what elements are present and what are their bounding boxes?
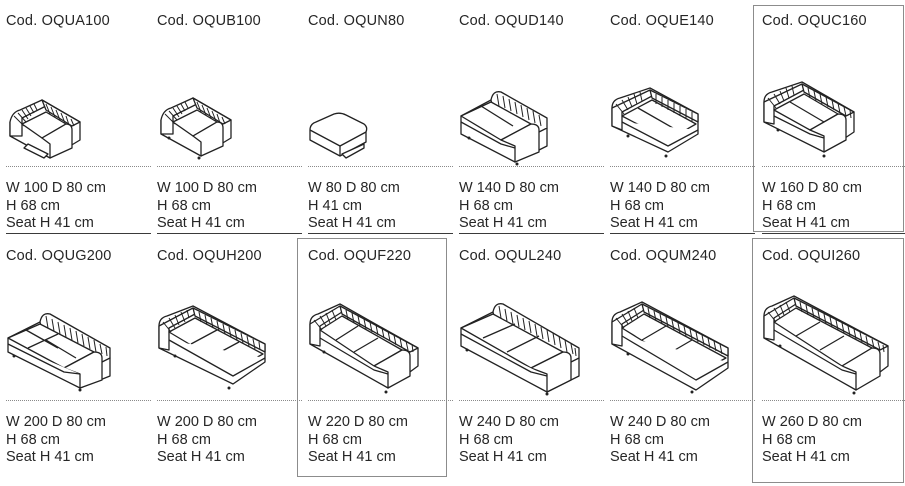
height-text: H 68 cm — [610, 431, 664, 448]
sofa-drawing-icon — [460, 303, 580, 396]
solid-divider — [6, 233, 151, 234]
dimensions-text: W 240 D 80 cm — [610, 414, 710, 430]
sofa-drawing-icon — [7, 313, 111, 392]
pouf-drawing-icon — [309, 112, 368, 159]
seat-height-text: Seat H 41 cm — [762, 215, 850, 231]
product-specs: W 160 D 80 cm H 68 cm Seat H 41 cm — [762, 180, 862, 233]
dotted-divider — [6, 400, 151, 401]
dimensions-text: W 240 D 80 cm — [459, 414, 559, 430]
product-code: Cod. OQUC160 — [762, 13, 867, 29]
product-specs: W 200 D 80 cm H 68 cm Seat H 41 cm — [6, 414, 106, 467]
solid-divider — [308, 233, 453, 234]
highlight-box-oqui260 — [752, 238, 904, 483]
product-specs: W 240 D 80 cm H 68 cm Seat H 41 cm — [610, 414, 710, 467]
sofa-drawing-icon — [309, 303, 419, 394]
dimensions-text: W 80 D 80 cm — [308, 180, 400, 196]
dimensions-text: W 200 D 80 cm — [6, 414, 106, 430]
seat-height-text: Seat H 41 cm — [308, 215, 396, 231]
sofa-drawing-icon — [158, 305, 266, 390]
product-code: Cod. OQUD140 — [459, 13, 564, 29]
product-code: Cod. OQUI260 — [762, 248, 861, 264]
seat-height-text: Seat H 41 cm — [6, 449, 94, 465]
dotted-divider — [610, 400, 755, 401]
seat-height-text: Seat H 41 cm — [762, 449, 850, 465]
product-code: Cod. OQUG200 — [6, 248, 112, 264]
dotted-divider — [762, 400, 905, 401]
product-specs: W 100 D 80 cm H 68 cm Seat H 41 cm — [157, 180, 257, 233]
sofa-drawing-icon — [460, 91, 548, 166]
dotted-divider — [157, 400, 302, 401]
dotted-divider — [308, 400, 453, 401]
product-code: Cod. OQUE140 — [610, 13, 714, 29]
product-specs: W 140 D 80 cm H 68 cm Seat H 41 cm — [610, 180, 710, 233]
height-text: H 68 cm — [6, 197, 60, 214]
product-specs: W 200 D 80 cm H 68 cm Seat H 41 cm — [157, 414, 257, 467]
height-text: H 68 cm — [6, 431, 60, 448]
product-code: Cod. OQUB100 — [157, 13, 261, 29]
solid-divider — [157, 233, 302, 234]
height-text: H 68 cm — [762, 197, 816, 214]
height-text: H 68 cm — [157, 431, 211, 448]
product-code: Cod. OQUF220 — [308, 248, 412, 264]
dotted-divider — [6, 166, 151, 167]
dimensions-text: W 140 D 80 cm — [459, 180, 559, 196]
product-code: Cod. OQUL240 — [459, 248, 562, 264]
product-specs: W 220 D 80 cm H 68 cm Seat H 41 cm — [308, 414, 408, 467]
solid-divider — [610, 233, 755, 234]
armchair-drawing-icon — [9, 99, 81, 159]
product-specs: W 80 D 80 cm H 41 cm Seat H 41 cm — [308, 180, 400, 233]
dotted-divider — [308, 166, 453, 167]
dotted-divider — [459, 400, 604, 401]
product-specs: W 260 D 80 cm H 68 cm Seat H 41 cm — [762, 414, 862, 467]
dotted-divider — [459, 166, 604, 167]
seat-height-text: Seat H 41 cm — [157, 215, 245, 231]
seat-height-text: Seat H 41 cm — [459, 215, 547, 231]
solid-divider — [459, 233, 604, 234]
seat-height-text: Seat H 41 cm — [459, 449, 547, 465]
sofa-drawing-icon — [763, 295, 889, 395]
product-code: Cod. OQUA100 — [6, 13, 110, 29]
height-text: H 68 cm — [762, 431, 816, 448]
dimensions-text: W 140 D 80 cm — [610, 180, 710, 196]
product-code: Cod. OQUM240 — [610, 248, 717, 264]
product-specs: W 140 D 80 cm H 68 cm Seat H 41 cm — [459, 180, 559, 233]
height-text: H 68 cm — [459, 197, 513, 214]
sofa-drawing-icon — [611, 87, 699, 158]
product-specs: W 240 D 80 cm H 68 cm Seat H 41 cm — [459, 414, 559, 467]
solid-divider — [762, 233, 905, 234]
highlight-box-oquc160 — [753, 5, 904, 232]
product-specs: W 100 D 80 cm H 68 cm Seat H 41 cm — [6, 180, 106, 233]
product-code: Cod. OQUH200 — [157, 248, 262, 264]
dimensions-text: W 160 D 80 cm — [762, 180, 862, 196]
highlight-box-oquf220 — [297, 238, 447, 477]
dimensions-text: W 100 D 80 cm — [6, 180, 106, 196]
dotted-divider — [610, 166, 755, 167]
dimensions-text: W 200 D 80 cm — [157, 414, 257, 430]
sofa-drawing-icon — [611, 301, 729, 394]
seat-height-text: Seat H 41 cm — [610, 215, 698, 231]
sofa-drawing-icon — [763, 81, 855, 158]
dimensions-text: W 100 D 80 cm — [157, 180, 257, 196]
dimensions-text: W 260 D 80 cm — [762, 414, 862, 430]
height-text: H 68 cm — [459, 431, 513, 448]
product-code: Cod. OQUN80 — [308, 13, 405, 29]
seat-height-text: Seat H 41 cm — [610, 449, 698, 465]
height-text: H 41 cm — [308, 197, 362, 214]
dimensions-text: W 220 D 80 cm — [308, 414, 408, 430]
height-text: H 68 cm — [308, 431, 362, 448]
dotted-divider — [157, 166, 302, 167]
dotted-divider — [762, 166, 905, 167]
seat-height-text: Seat H 41 cm — [308, 449, 396, 465]
seat-height-text: Seat H 41 cm — [6, 215, 94, 231]
armchair-drawing-icon — [160, 97, 232, 160]
height-text: H 68 cm — [157, 197, 211, 214]
seat-height-text: Seat H 41 cm — [157, 449, 245, 465]
height-text: H 68 cm — [610, 197, 664, 214]
